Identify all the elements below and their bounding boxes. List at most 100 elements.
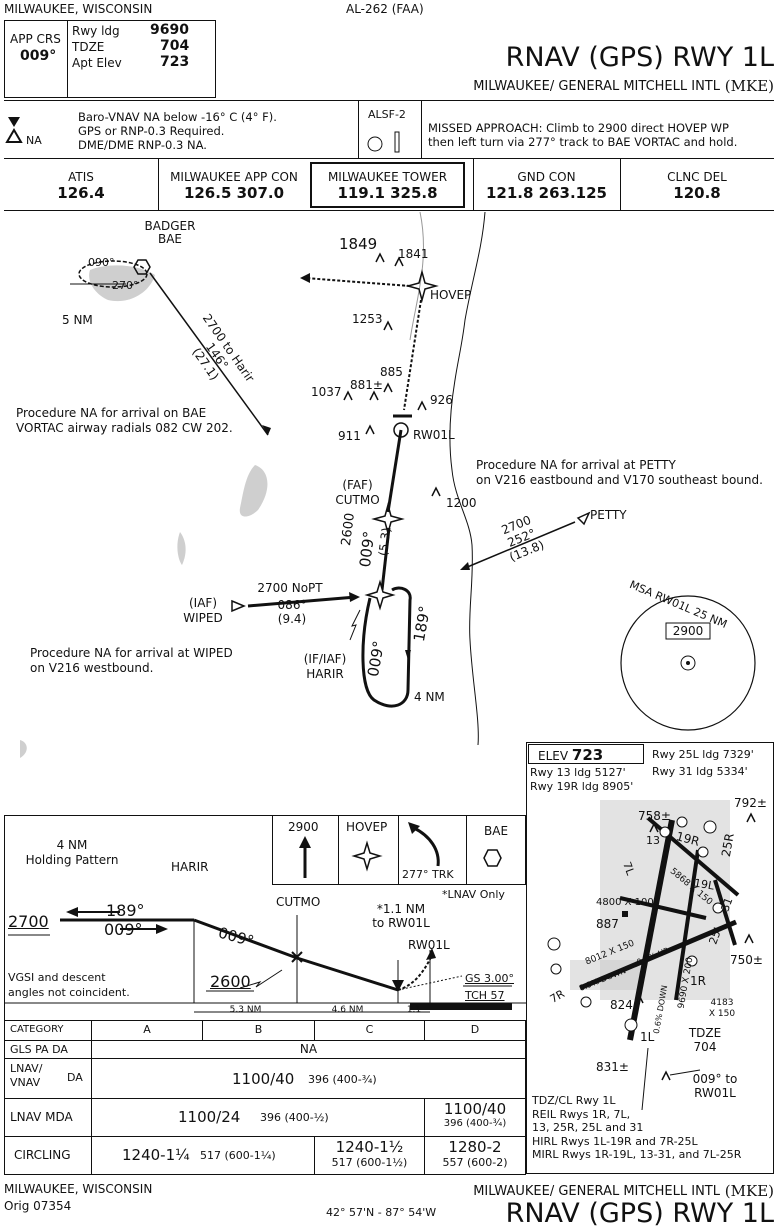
obstacle-911: 911 xyxy=(338,429,361,443)
obstacle-1037: 1037 xyxy=(311,385,342,399)
min-gls-value: NA xyxy=(299,1042,318,1056)
alternate-na: NA xyxy=(26,134,42,147)
tower-frequency-box xyxy=(310,162,465,208)
wiped-feeder-route xyxy=(247,595,357,608)
min-circling-c-sub: 517 (600-1½) xyxy=(331,1156,408,1169)
note-line-3: DME/DME RNP-0.3 NA. xyxy=(78,138,207,152)
bae-vortac-small-icon xyxy=(483,849,502,867)
minimums-table: CATEGORY A B C D GLS PA DA NA LNAV/VNAV … xyxy=(4,1020,526,1175)
obstacle-885: 885 xyxy=(380,365,403,379)
obstacle-926: 926 xyxy=(430,393,453,407)
footer-location: MILWAUKEE, WISCONSIN xyxy=(4,1182,153,1196)
final-approach-course xyxy=(386,429,403,513)
procedure-title: RNAV (GPS) RWY 1L xyxy=(505,42,774,73)
airport-name: MILWAUKEE/ GENERAL MITCHELL INTL xyxy=(473,79,720,94)
profile-rw01l: RW01L xyxy=(408,938,450,952)
runway-1l-19r xyxy=(627,819,675,1041)
min-lnav-label: LNAV MDA xyxy=(10,1110,73,1124)
comm-ground: GND CON 121.8 263.125 xyxy=(486,170,607,202)
app-crs-label: APP CRS xyxy=(10,32,61,46)
comm-approach: MILWAUKEE APP CON 126.5 307.0 xyxy=(170,170,298,202)
lnav-only-note: *LNAV Only xyxy=(442,888,505,901)
petty-feeder-route xyxy=(464,521,576,569)
rw01l-label: RW01L xyxy=(413,428,455,442)
note-line-1: Baro-VNAV NA below -16° C (4° F). xyxy=(78,110,277,124)
profile-crs-009a: 009° xyxy=(104,920,143,939)
ma-icon-hovep: HOVEP xyxy=(346,820,388,834)
ad-obstacle-758: 758± xyxy=(638,809,671,823)
min-lnav-d-value: 1100/40 xyxy=(443,1100,507,1118)
notes-text: Baro-VNAV NA below -16° C (4° F). GPS or… xyxy=(78,110,277,152)
bae-radial-270: 270° xyxy=(112,279,139,292)
rwy-ldg-value: 9690 xyxy=(150,22,189,38)
profile-descent-2 xyxy=(296,956,399,992)
tdze-label: TDZE xyxy=(72,40,105,54)
wiped-route-label: 2700 NoPT xyxy=(257,581,323,595)
rwy-31-ldg: Rwy 31 ldg 5334' xyxy=(652,765,748,778)
ma-icon-bae: BAE xyxy=(484,824,509,838)
msa-circle xyxy=(620,595,756,731)
glideslope-angle: GS 3.00° xyxy=(465,972,514,985)
ad-obstacle-824: 824 xyxy=(610,998,633,1012)
rwy-25l-ldg: Rwy 25L ldg 7329' xyxy=(652,748,754,761)
approach-info-box xyxy=(4,20,216,98)
rwy-13-ldg: Rwy 13 ldg 5127' xyxy=(530,766,626,779)
obstacle-1841: 1841 xyxy=(398,247,429,261)
missed-route-277 xyxy=(304,277,411,287)
ad-obstacle-831: 831± xyxy=(596,1060,629,1074)
rwy-ldg-label: Rwy ldg xyxy=(72,24,120,38)
airport-diagram xyxy=(526,742,774,1174)
runway-label-1l: 1L xyxy=(640,1030,655,1044)
note-line-2: GPS or RNP-0.3 Required. xyxy=(78,124,225,138)
obstacle-1849: 1849 xyxy=(339,235,378,253)
app-crs-value: 009° xyxy=(20,48,57,64)
ad-obstacle-750: 750± xyxy=(730,953,763,967)
min-circling-label: CIRCLING xyxy=(14,1148,71,1162)
ad-obstacle-792: 792± xyxy=(734,796,767,810)
wiped-label: (IAF)WIPED xyxy=(183,596,223,625)
runway-label-1r: 1R xyxy=(690,974,706,988)
ad-obstacle-887: 887 xyxy=(596,917,619,931)
runway-7r-25l xyxy=(579,919,737,991)
min-cat-d: D xyxy=(470,1023,480,1036)
comm-clearance: CLNC DEL 120.8 xyxy=(667,170,727,202)
alsf-label: ALSF-2 xyxy=(368,108,406,121)
min-da-label: DA xyxy=(67,1071,83,1084)
profile-alt-2700: 2700 xyxy=(8,912,49,931)
missed-approach-text: MISSED APPROACH: Climb to 2900 direct HO… xyxy=(428,121,737,149)
wiped-route-crs: 086°(9.4) xyxy=(277,598,307,626)
msa-center-icon xyxy=(680,655,696,671)
min-category-label: CATEGORY xyxy=(10,1024,64,1035)
hovep-icon xyxy=(351,840,383,872)
missed-route-climb xyxy=(403,299,422,411)
bae-holding-pattern xyxy=(78,260,148,288)
min-lnav-abc-sub: 396 (400-½) xyxy=(260,1111,329,1124)
runway-dim-4800: 4800 X 100 xyxy=(596,897,654,908)
cutmo-waypoint-icon xyxy=(371,502,405,536)
rwy-19r-ldg: Rwy 19R ldg 8905' xyxy=(530,780,634,793)
footer-airport: MILWAUKEE/ GENERAL MITCHELL INTL xyxy=(473,1184,720,1199)
min-circling-d-value: 1280-2 xyxy=(448,1138,502,1156)
missed-line-2: then left turn via 277° track to BAE VOR… xyxy=(428,135,738,149)
bae-radial-090: 090° xyxy=(88,256,115,269)
cutmo-fix-icon xyxy=(291,951,303,963)
comm-tower: MILWAUKEE TOWER 119.1 325.8 xyxy=(327,170,448,202)
min-lnav-abc-value: 1100/24 xyxy=(178,1108,241,1126)
profile-cutmo: CUTMO xyxy=(276,895,321,909)
ma-icon-2900: 2900 xyxy=(288,820,319,834)
min-circling-d-sub: 557 (600-2) xyxy=(442,1156,508,1169)
chart-id: AL-262 (FAA) xyxy=(346,2,424,16)
missed-line-1: MISSED APPROACH: Climb to 2900 direct HO… xyxy=(428,121,729,135)
profile-dist-5-3: 5.3 NM xyxy=(229,1005,262,1015)
msa-altitude: 2900 xyxy=(672,624,704,638)
footer-coords: 42° 57'N - 87° 54'W xyxy=(326,1206,437,1219)
min-circling-ab-value: 1240-1¼ xyxy=(122,1146,190,1164)
hovep-label: HOVEP xyxy=(430,288,472,302)
missed-approach-icons xyxy=(272,815,526,885)
